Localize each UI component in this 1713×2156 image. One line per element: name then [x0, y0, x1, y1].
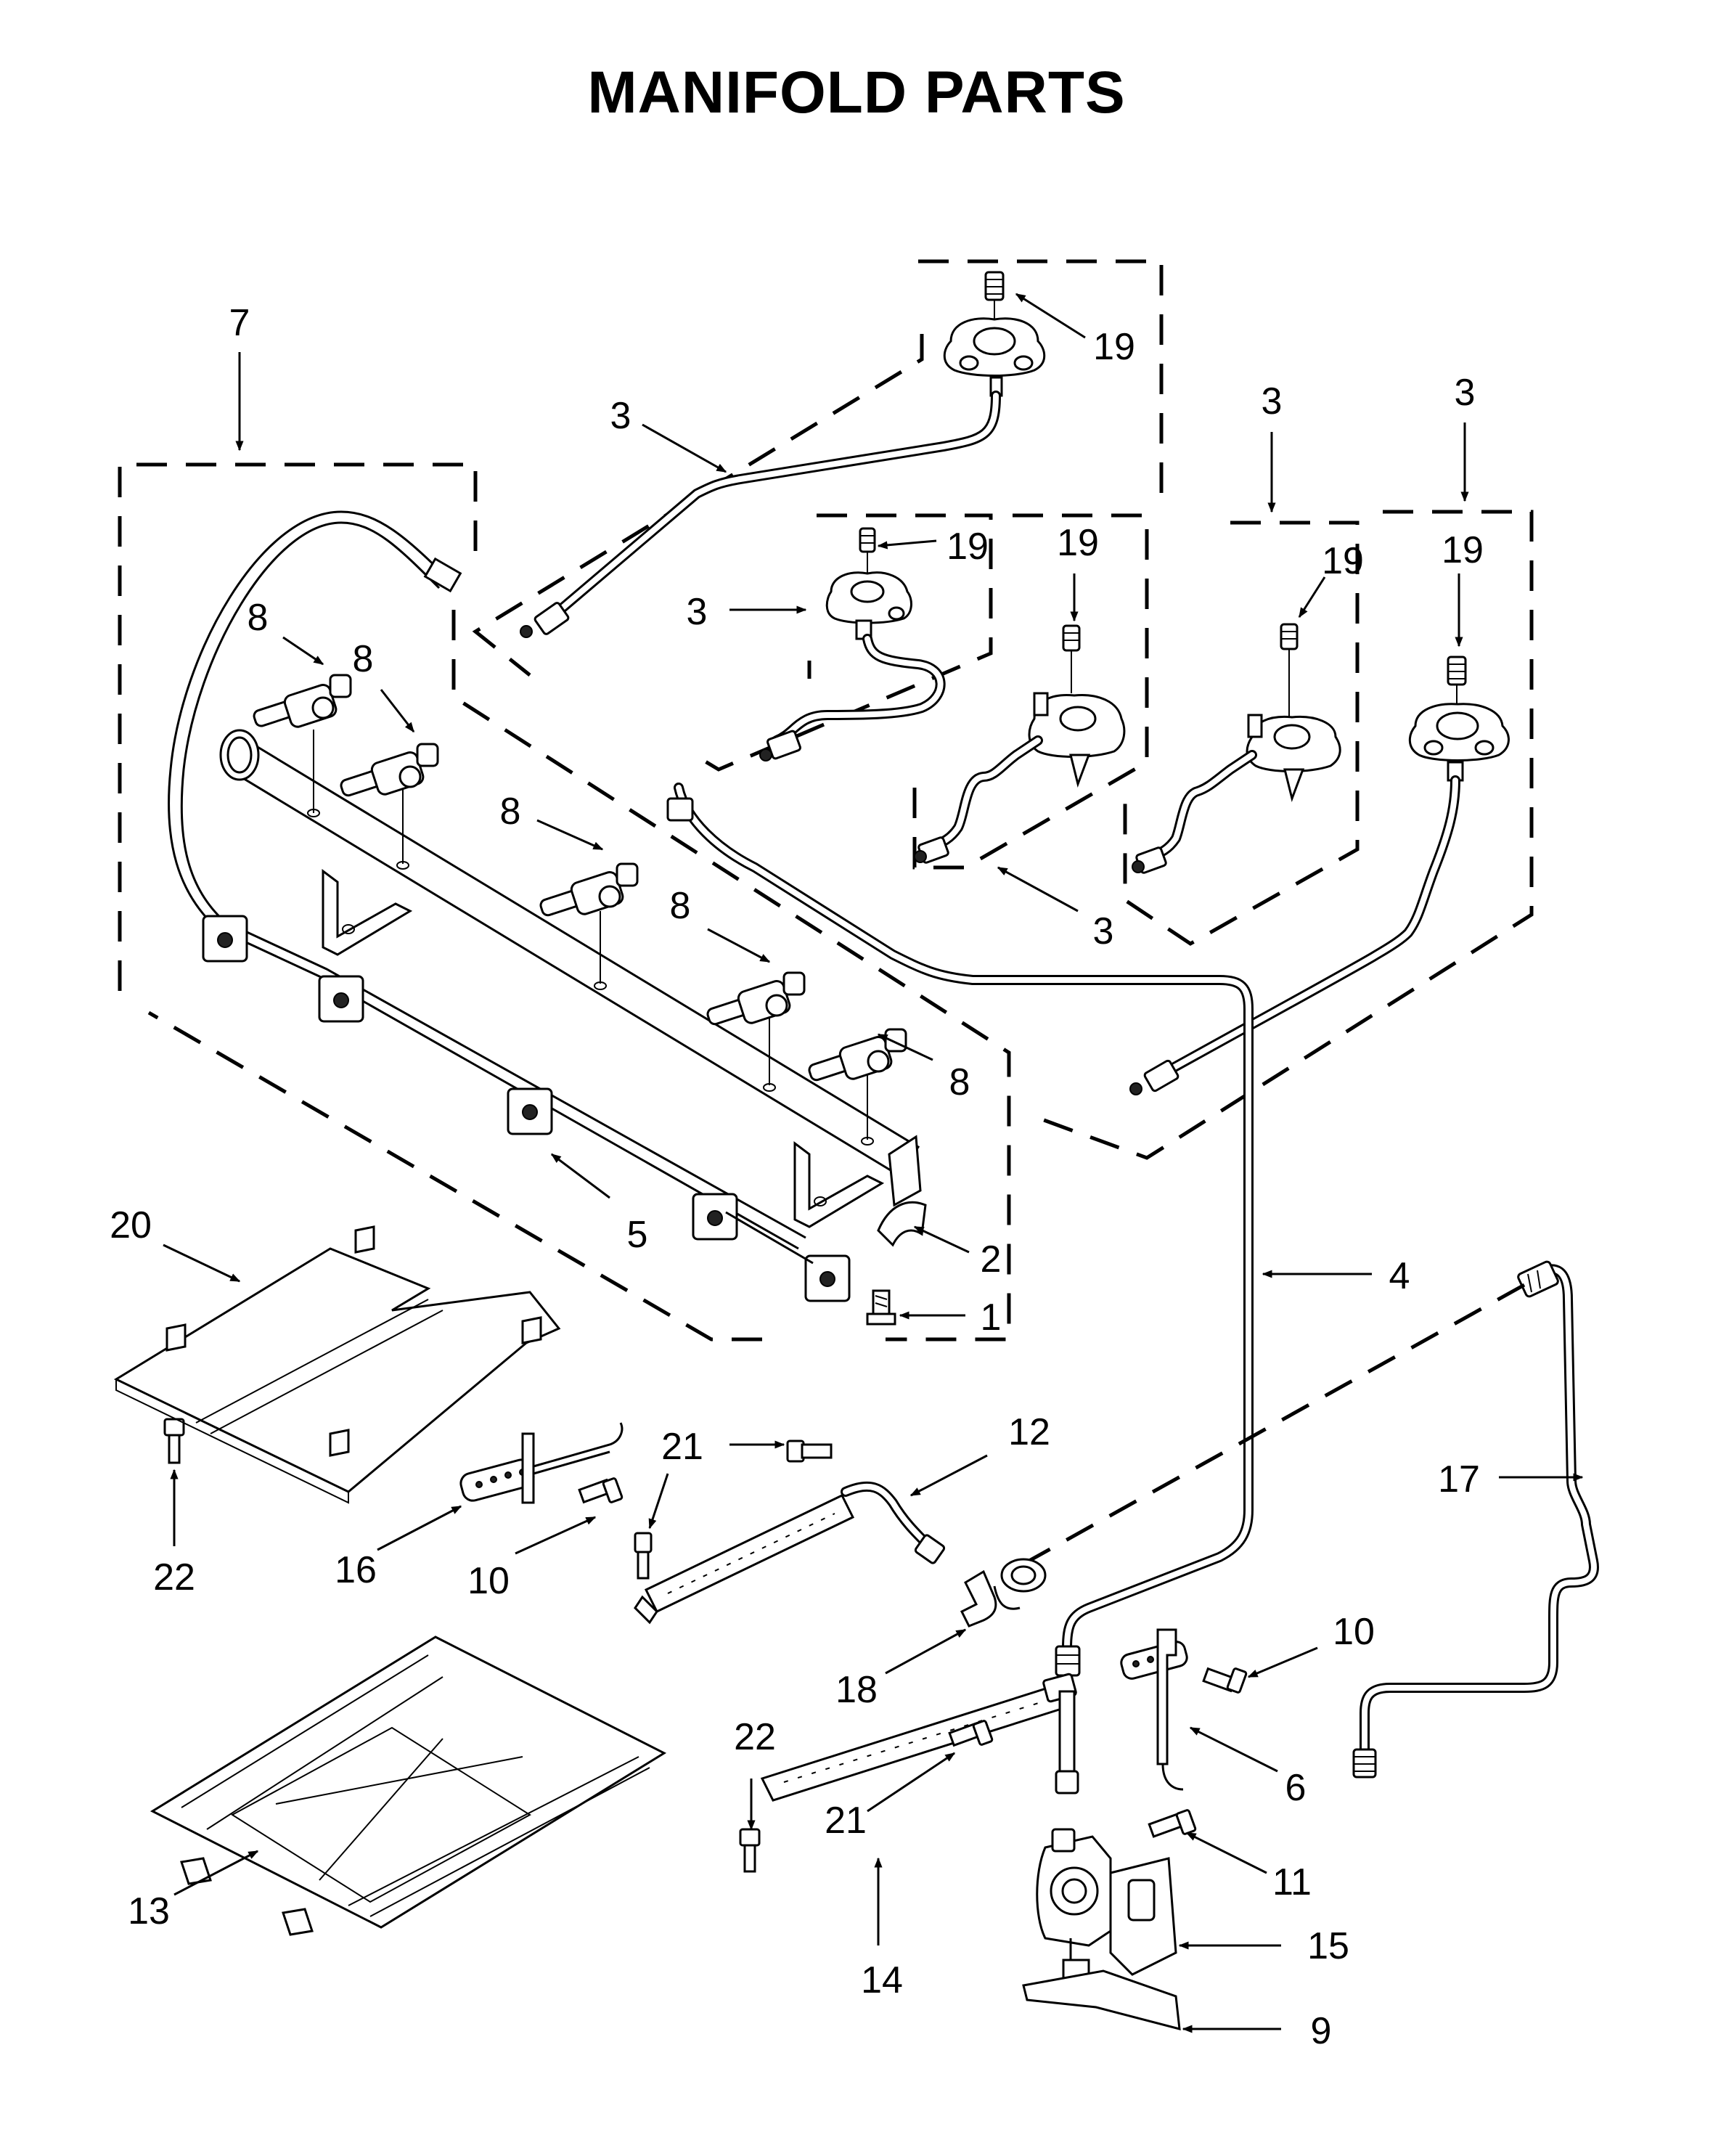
manifold-assembly-outline	[118, 462, 1011, 1342]
igniter-harness	[168, 510, 851, 1302]
callout-21-upper: 21	[661, 1426, 703, 1468]
callout-6: 6	[1285, 1767, 1307, 1809]
manifold-bracket-left	[322, 869, 413, 956]
valve-outline-front-left	[699, 513, 993, 772]
oven-burner	[634, 1481, 946, 1625]
callout-18: 18	[835, 1669, 878, 1711]
broil-igniter	[1120, 1628, 1188, 1791]
screw-22-left	[163, 1418, 185, 1464]
callout-10-left: 10	[467, 1560, 510, 1602]
screw-21-upper	[786, 1440, 833, 1463]
callout-17: 17	[1438, 1458, 1480, 1500]
callout-14: 14	[861, 1959, 903, 2001]
valve-rear-left	[520, 271, 1046, 638]
callout-19-center-right: 19	[1322, 540, 1364, 582]
screw-10-lower	[1202, 1667, 1248, 1694]
flex-gas-line	[1352, 1260, 1599, 1779]
callout-8-c: 8	[500, 791, 521, 833]
orifice-holder-1	[253, 674, 352, 817]
screw-22-lower	[739, 1828, 761, 1873]
callout-3-center-right: 3	[1262, 380, 1283, 422]
callout-8-d: 8	[670, 885, 691, 927]
valve-center-left	[914, 624, 1126, 864]
callout-4: 4	[1389, 1255, 1410, 1297]
screws	[163, 1418, 1248, 1873]
callout-8-b: 8	[353, 638, 374, 680]
leader-lines	[163, 293, 1584, 2033]
callout-10-right: 10	[1333, 1611, 1375, 1653]
callout-13: 13	[128, 1890, 170, 1932]
valve-bracket	[1022, 1969, 1181, 2031]
manifold-bracket-right	[793, 1141, 885, 1228]
orifice-holder-3	[539, 862, 639, 990]
valve-front-left	[759, 527, 946, 761]
callout-8-e: 8	[949, 1061, 970, 1103]
valve-outline-rear-left	[472, 259, 1164, 677]
orifice-holder-5	[808, 1028, 907, 1146]
callout-3-center-left: 3	[1093, 910, 1114, 952]
burner-baffle	[113, 1225, 561, 1504]
screw-21-lower	[948, 1720, 994, 1747]
callout-5: 5	[627, 1214, 648, 1256]
callout-22-left: 22	[153, 1556, 195, 1598]
orifice-holder-4	[706, 971, 806, 1092]
callout-20: 20	[110, 1204, 152, 1246]
callout-19-right: 19	[1442, 529, 1484, 571]
callout-15: 15	[1307, 1925, 1349, 1967]
callout-12: 12	[1008, 1411, 1050, 1453]
oven-igniter	[459, 1422, 624, 1504]
screw-11	[1148, 1809, 1197, 1838]
valve-outline-right	[1037, 510, 1534, 1160]
callout-7: 7	[229, 302, 250, 344]
callout-3-front-left: 3	[687, 591, 708, 633]
manifold-pipe	[219, 729, 922, 1228]
valve-outline-center-left	[912, 513, 1149, 870]
manifold-clip	[877, 1201, 927, 1247]
callout-3-right: 3	[1455, 372, 1476, 414]
callout-16: 16	[335, 1549, 377, 1591]
group-outlines	[118, 259, 1534, 1342]
flex-line-connection-dash	[1015, 1283, 1526, 1570]
manifold-screw	[866, 1289, 896, 1326]
valve-outline-center-right	[1123, 520, 1360, 946]
harness-clips	[202, 915, 851, 1302]
callout-3-rear-left: 3	[610, 395, 631, 437]
callout-22-lower: 22	[734, 1716, 776, 1758]
screw-10-upper	[578, 1477, 624, 1504]
oven-bottom-panel	[150, 1636, 667, 1936]
callout-labels: 7 3 19 3 19 19 3 19 3 19 3 8 8 8 8 8 5 2…	[110, 302, 1484, 2052]
valve-right	[1129, 656, 1510, 1095]
callout-2: 2	[981, 1238, 1002, 1281]
callout-19-rear-left: 19	[1093, 326, 1135, 368]
callout-9: 9	[1311, 2010, 1332, 2052]
screw-21-left	[634, 1532, 653, 1580]
elbow-fitting	[960, 1558, 1047, 1628]
orifice-holder-2	[340, 743, 439, 870]
safety-valve	[1036, 1828, 1177, 1990]
harness-connector	[423, 557, 462, 593]
callout-8-a: 8	[248, 597, 269, 639]
callout-1: 1	[981, 1297, 1002, 1339]
page-title: MANIFOLD PARTS	[587, 60, 1125, 126]
callout-19-center-left: 19	[1057, 522, 1099, 564]
orifice-holders	[253, 674, 907, 1146]
callout-21-lower: 21	[825, 1800, 867, 1842]
callout-19-front-left: 19	[947, 526, 989, 568]
broil-burner	[760, 1673, 1079, 1802]
valve-center-right	[1132, 623, 1341, 874]
callout-11: 11	[1272, 1861, 1312, 1903]
